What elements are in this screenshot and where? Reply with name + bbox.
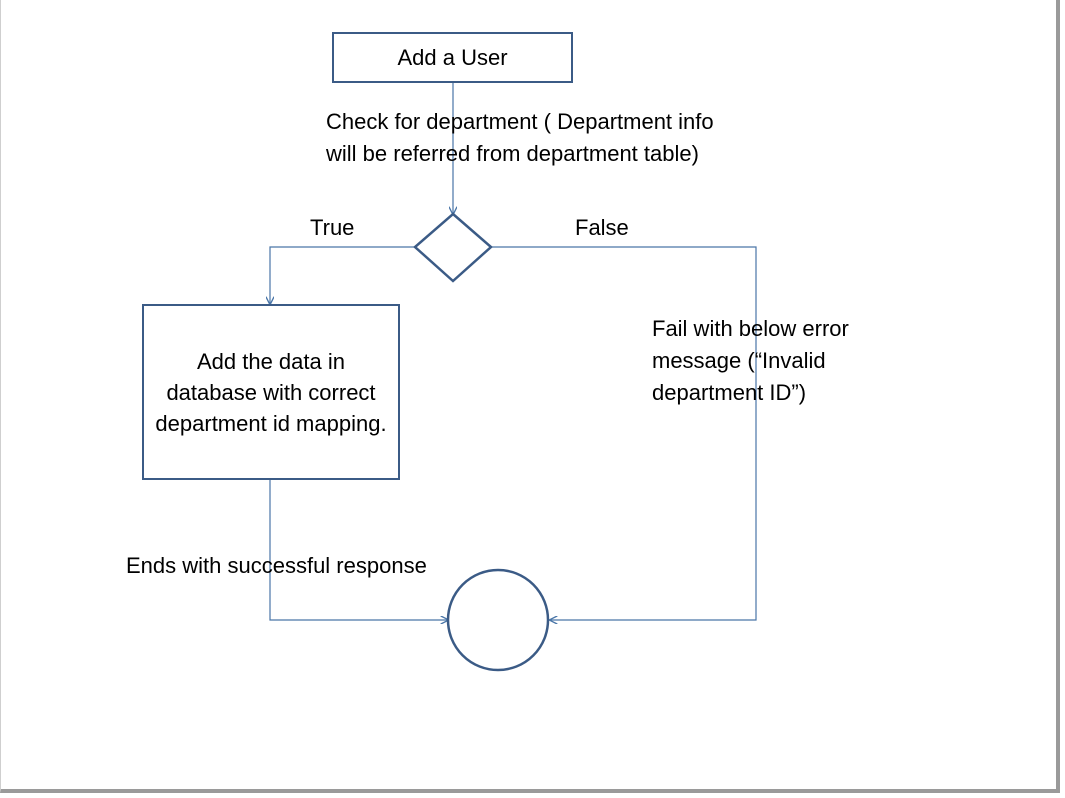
connector-success-to-end xyxy=(269,480,448,620)
end-circle xyxy=(446,568,550,672)
false-branch-label: False xyxy=(575,215,629,240)
start-node-add-user: Add a User xyxy=(332,32,573,83)
process-node-add-data: Add the data in database with correct de… xyxy=(142,304,400,480)
connector-true-branch xyxy=(270,246,415,304)
check-department-label: Check for department ( Department info w… xyxy=(326,109,714,166)
true-branch-label: True xyxy=(310,215,355,240)
fail-error-label: Fail with below error message (“Invalid … xyxy=(652,316,849,405)
success-end-label: Ends with successful response xyxy=(126,553,427,578)
start-node-label: Add a User xyxy=(397,45,508,70)
connector-false-branch xyxy=(491,246,757,620)
decision-diamond xyxy=(413,212,493,283)
process-node-label: Add the data in database with correct de… xyxy=(155,348,387,436)
